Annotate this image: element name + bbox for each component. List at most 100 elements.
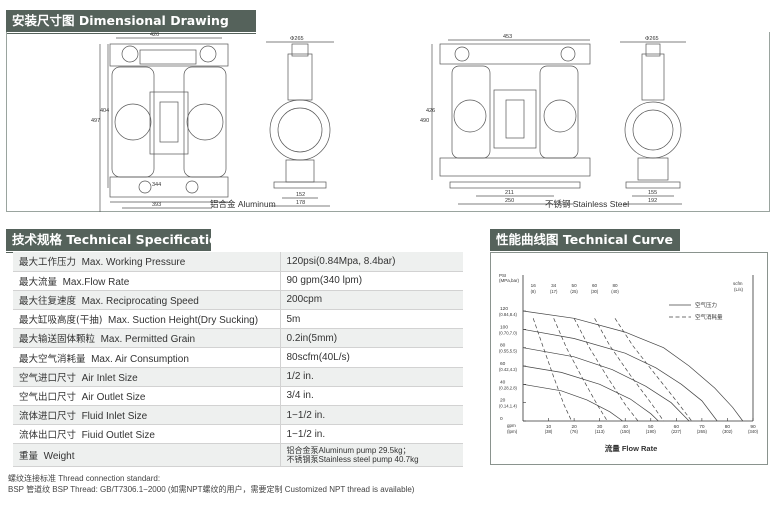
air-consumption-curve	[594, 318, 664, 422]
aluminum-caption: 铝合金 Aluminum	[210, 199, 276, 209]
x-tick-label: 10	[546, 424, 552, 430]
air-tick-sub-label: (17)	[550, 289, 558, 294]
spec-key-en: Max.Flow Rate	[62, 276, 130, 288]
air-consumption-curve	[532, 318, 572, 422]
spec-key: 最大往复速度 Max. Reciprocating Speed	[13, 290, 280, 311]
y-tick-label: 0	[500, 416, 503, 422]
spec-value: 1/2 in.	[279, 367, 463, 387]
al-dim-side-base-outer: 178	[296, 200, 305, 206]
spec-key: 最大流量 Max.Flow Rate	[13, 271, 280, 291]
right-unit-sub-label: (L/s)	[734, 287, 744, 292]
y-tick-sub-label: (0.84,8.4)	[499, 312, 518, 317]
spec-key-en: Weight	[43, 451, 75, 463]
air-tick-sub-label: (8)	[531, 289, 537, 294]
air-tick-sub-label: (25)	[570, 289, 578, 294]
spec-key-en: Air Inlet Size	[81, 372, 138, 384]
x-tick-label: 90	[750, 424, 756, 430]
x-tick-sub-label: (227)	[671, 429, 682, 434]
air-tick-sub-label: (30)	[591, 289, 599, 294]
spec-value: 200cpm	[279, 290, 463, 311]
ss-dim-inlet-width: 211	[505, 190, 514, 196]
spec-key-en: Max. Working Pressure	[81, 257, 186, 269]
y-tick-label: 100	[500, 324, 508, 330]
drawing-section-title: 安装尺寸图 Dimensional Drawing	[6, 10, 256, 34]
thread-note-line1: 螺纹连接标准 Thread connection standard:	[8, 474, 161, 483]
x-tick-sub-label: (38)	[545, 429, 553, 434]
ss-dim-height-inner: 426	[426, 108, 435, 114]
spec-value: 80scfm(40L/s)	[279, 347, 463, 368]
y-tick-sub-label: (0.42,4.2)	[499, 367, 518, 372]
spec-key-zh: 空气出口尺寸	[19, 391, 77, 403]
spec-key-en: Max. Reciprocating Speed	[81, 295, 199, 307]
al-dim-top-width: 420	[150, 32, 159, 38]
x-tick-label: 20	[571, 424, 577, 430]
spec-row: 最大缸吸高度(干抽) Max. Suction Height(Dry Sucki…	[13, 309, 463, 330]
spec-key: 空气出口尺寸 Air Outlet Size	[13, 386, 280, 407]
weight-stainless: 不锈钢泵Stainless steel pump 40.7kg	[286, 455, 419, 465]
y-tick-label: 40	[500, 379, 506, 385]
x-axis-title: 流量 Flow Rate	[605, 443, 658, 453]
legend-dashed-label: 空气消耗量	[695, 313, 723, 321]
spec-key-en: Max. Suction Height(Dry Sucking)	[107, 315, 259, 327]
spec-key: 空气进口尺寸 Air Inlet Size	[13, 367, 280, 387]
y-unit-label: PSI	[499, 273, 506, 278]
x-tick-sub-label: (340)	[748, 429, 759, 434]
ss-dim-side-base-outer: 192	[648, 198, 657, 204]
y-tick-sub-label: (0.14,1.4)	[499, 404, 518, 409]
y-tick-label: 120	[500, 306, 508, 312]
curve-section-title: 性能曲线图 Technical Curve	[490, 229, 680, 253]
stainless-caption: 不锈钢 Stainless Steel	[545, 199, 630, 209]
ss-dim-side-base-inner: 155	[648, 190, 657, 196]
x-tick-label: 60	[674, 424, 680, 430]
air-tick-label: 80	[612, 283, 618, 288]
al-dim-inlet-width: 344	[152, 182, 161, 188]
spec-key-zh: 空气进口尺寸	[19, 372, 77, 384]
legend-solid-label: 空气压力	[695, 301, 717, 309]
spec-key: 最大输送固体颗粒 Max. Permitted Grain	[13, 328, 280, 349]
spec-value: 90 gpm(340 lpm)	[279, 271, 463, 291]
ss-dim-top-width: 453	[503, 34, 512, 40]
air-pressure-curve	[522, 347, 690, 422]
x-tick-label: 40	[623, 424, 629, 430]
al-dim-base-width: 393	[152, 202, 161, 208]
spec-value: 1−1/2 in.	[279, 405, 463, 426]
ss-dim-side-dia: Φ265	[645, 36, 659, 42]
aluminum-front-view	[99, 37, 229, 212]
al-dim-side-dia: Φ265	[290, 36, 304, 42]
x-tick-sub-label: (113)	[595, 429, 605, 434]
curve-frame: PSI(MPa,bar)scfm(L/s)gpm(lpm)120(0.84,8.…	[490, 252, 768, 465]
y-tick-label: 80	[500, 343, 506, 349]
ss-dim-height-outer: 490	[420, 118, 429, 124]
x-tick-label: 70	[699, 424, 705, 430]
spec-key-zh: 最大输送固体颗粒	[19, 334, 96, 346]
spec-key: 最大缸吸高度(干抽) Max. Suction Height(Dry Sucki…	[13, 309, 280, 330]
air-tick-label: 60	[592, 283, 598, 288]
al-dim-height-outer: 497	[91, 118, 100, 124]
spec-key: 流体进口尺寸 Fluid Inlet Size	[13, 405, 280, 426]
x-tick-label: 80	[725, 424, 731, 430]
y-tick-sub-label: (0.70,7.0)	[499, 330, 518, 335]
x-tick-sub-label: (76)	[570, 429, 578, 434]
spec-key: 重量 Weight	[13, 443, 280, 468]
right-unit-label: scfm	[733, 281, 743, 286]
air-tick-sub-label: (40)	[611, 289, 619, 294]
spec-key-zh: 最大缸吸高度(干抽)	[19, 315, 103, 327]
spec-key-zh: 最大往复速度	[19, 295, 77, 307]
spec-key-zh: 流体出口尺寸	[19, 430, 77, 442]
spec-key-en: Fluid Inlet Size	[81, 411, 148, 423]
y-tick-label: 20	[500, 398, 506, 404]
performance-curve-chart: PSI(MPa,bar)scfm(L/s)gpm(lpm)120(0.84,8.…	[499, 273, 759, 453]
air-consumption-curve	[573, 318, 639, 422]
specs-section-title: 技术规格 Technical Specifications	[6, 229, 234, 253]
ss-dim-base-width: 250	[505, 198, 514, 204]
spec-row-weight: 重量 Weight 铝合金泵Aluminum pump 29.5kg； 不锈钢泵…	[13, 443, 463, 468]
spec-key: 最大工作压力 Max. Working Pressure	[13, 252, 280, 272]
spec-key: 流体出口尺寸 Fiuid Outlet Size	[13, 424, 280, 445]
air-pressure-curve	[522, 383, 623, 422]
air-pressure-curve	[522, 365, 659, 422]
